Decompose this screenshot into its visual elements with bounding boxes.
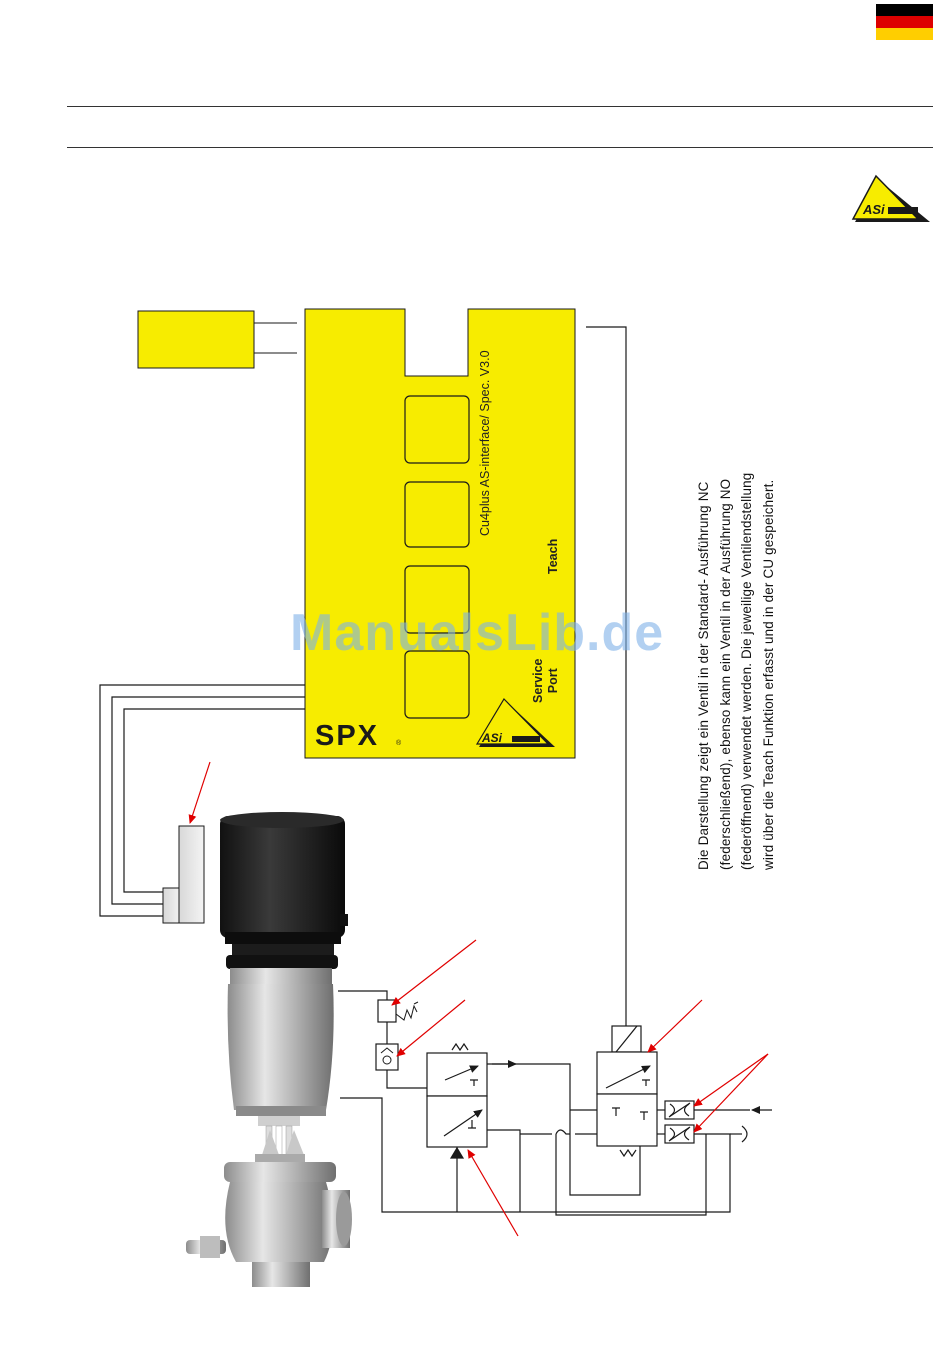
description-line: wird über die Teach Funktion erfasst und… bbox=[760, 479, 776, 870]
valve-control-head bbox=[220, 812, 348, 969]
flag-stripe-gold bbox=[876, 28, 933, 40]
valve-description: Die Darstellung zeigt ein Ventil in der … bbox=[693, 370, 779, 870]
description-line: Die Darstellung zeigt ein Ventil in der … bbox=[696, 481, 711, 871]
flag-stripe-red bbox=[876, 16, 933, 28]
spx-brand-logo: SPX bbox=[315, 720, 380, 752]
description-line: (federöffnend) verwendet werden. Die jew… bbox=[739, 472, 754, 870]
teach-label: Teach bbox=[546, 538, 560, 574]
flag-stripe-black bbox=[876, 4, 933, 16]
yellow-module-box bbox=[137, 310, 255, 369]
solenoid-valve-symbol bbox=[520, 1000, 772, 1216]
exhaust-silencer-symbol bbox=[377, 999, 419, 1023]
german-flag-icon bbox=[876, 4, 933, 40]
valve-housing bbox=[186, 1162, 352, 1287]
spx-registered-mark: ® bbox=[396, 740, 402, 747]
service-port-label: Service Port bbox=[531, 659, 561, 703]
watermark: ManualsLib.de bbox=[290, 604, 665, 662]
header-rule-bottom bbox=[67, 147, 933, 148]
annotation-arrows bbox=[188, 761, 769, 1237]
check-valve-symbol bbox=[375, 1022, 399, 1071]
svg-text:ASi: ASi bbox=[481, 731, 503, 745]
pilot-valve-symbol bbox=[426, 1042, 641, 1212]
as-interface-logo-icon: ASi bbox=[851, 174, 930, 222]
svg-text:ASi: ASi bbox=[862, 202, 885, 217]
as-interface-logo-icon: ASi bbox=[475, 698, 555, 747]
header-rule-top bbox=[67, 106, 933, 107]
throttle-valve-symbols bbox=[664, 1100, 695, 1144]
cu-spec-label: Cu4plus AS-interface/ Spec. V3.0 bbox=[478, 350, 492, 536]
service-port-line2: Port bbox=[546, 668, 560, 694]
control-unit-panel: ASi bbox=[304, 308, 576, 759]
description-line: (federschließend), ebenso kann ein Venti… bbox=[717, 478, 733, 870]
service-port-line1: Service bbox=[531, 658, 545, 703]
valve-actuator bbox=[227, 968, 334, 1162]
position-sensor bbox=[162, 825, 205, 924]
